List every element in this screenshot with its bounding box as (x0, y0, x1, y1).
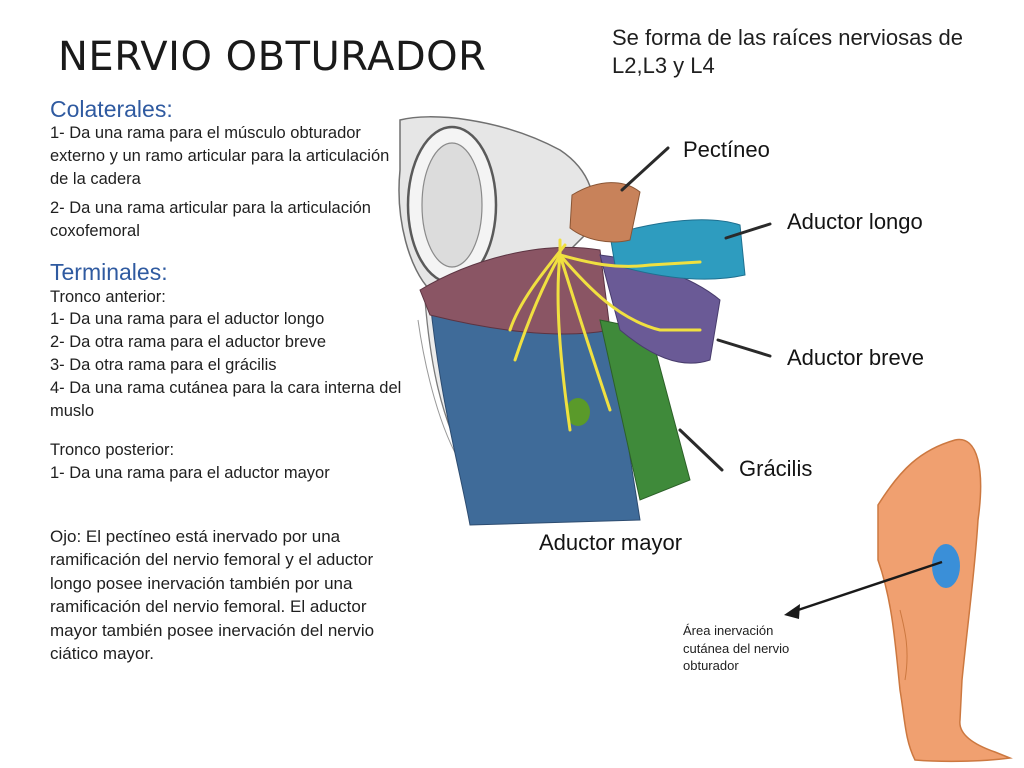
colateral-item-2: 2- Da una rama articular para la articul… (50, 198, 371, 240)
leg-silhouette (877, 438, 1013, 763)
colaterales-heading: Colaterales: (50, 96, 173, 122)
obturator-nerve-branches (508, 238, 702, 432)
gracilis-label: Grácilis (739, 456, 813, 481)
leg-caption: Área inervación cutánea del nervio obtur… (683, 623, 790, 674)
aductor-breve-label: Aductor breve (787, 345, 924, 370)
tronco-anterior-item-1: 1- Da una rama para el aductor longo (50, 310, 325, 329)
page-title: NERVIO OBTURADOR (58, 34, 487, 80)
arrow-head-icon (784, 604, 800, 619)
nerve-origin-text: Se forma de las raíces nerviosas de L2,L… (612, 25, 963, 78)
innervation-area-pointer (791, 560, 943, 614)
pectineo-muscle (569, 182, 641, 243)
aductor-mayor-label: Aductor mayor (539, 530, 683, 555)
pectineo-label: Pectíneo (683, 137, 770, 162)
nerve-ganglion (566, 398, 590, 426)
tronco-posterior-heading: Tronco posterior: (50, 441, 175, 460)
tronco-anterior-item-4: 4- Da una rama cutánea para la cara inte… (50, 378, 402, 420)
tronco-posterior-item-1: 1- Da una rama para el aductor mayor (50, 464, 330, 483)
clinical-note: Ojo: El pectíneo está inervado por una r… (50, 526, 375, 664)
aductor-longo-label: Aductor longo (787, 209, 923, 234)
colateral-item-1: 1- Da una rama para el músculo obturador… (50, 124, 390, 188)
label-pointers (620, 146, 772, 472)
description-column: Colaterales: 1- Da una rama para el músc… (50, 96, 410, 666)
tronco-anterior-heading: Tronco anterior: (50, 287, 166, 306)
cutaneous-innervation-area (932, 544, 960, 588)
terminales-heading: Terminales: (50, 259, 168, 286)
tronco-anterior-item-3: 3- Da otra rama para el grácilis (50, 356, 277, 374)
tronco-anterior-item-2: 2- Da otra rama para el aductor breve (50, 333, 327, 352)
